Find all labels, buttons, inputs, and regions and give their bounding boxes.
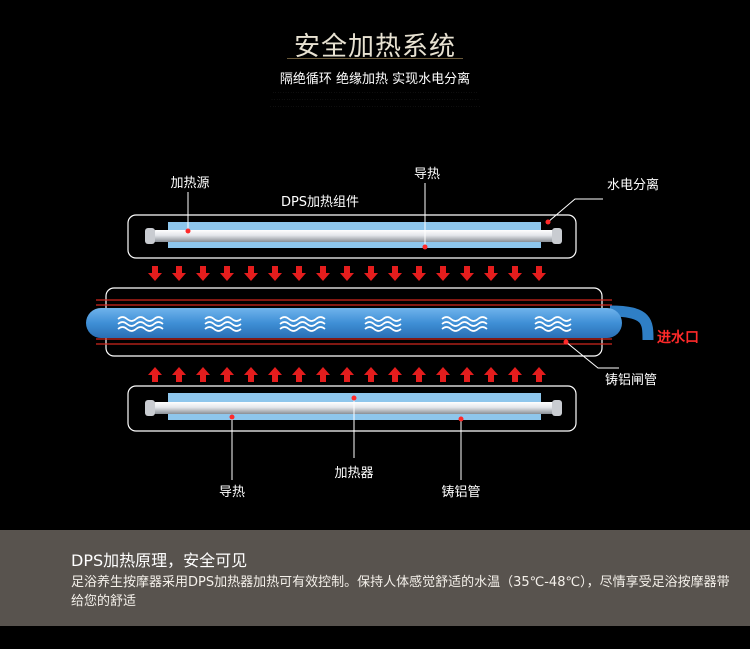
marker-heat-conduct-top bbox=[422, 244, 428, 250]
arrow-row-up bbox=[148, 367, 546, 382]
fine-print-line: · · · · · · · · · · · · · · · · · · · · … bbox=[270, 104, 480, 109]
label-cast-aluminum-gate: 铸铝闸管 bbox=[605, 372, 657, 388]
label-water-electric-separation: 水电分离 bbox=[607, 177, 659, 193]
description-text: 足浴养生按摩器采用DPS加热器加热可有效控制。保持人体感觉舒适的水温（35℃-4… bbox=[71, 575, 730, 609]
title-divider bbox=[287, 58, 463, 59]
fine-print-line: · · · · · · · · · · · · · · · · · · · · … bbox=[271, 97, 479, 102]
water-waves bbox=[117, 316, 572, 332]
marker-water-electric bbox=[545, 219, 551, 225]
top-module-outline bbox=[127, 214, 577, 259]
marker-cast-aluminum-gate bbox=[563, 339, 569, 345]
leader-water-electric bbox=[547, 198, 603, 223]
top-heating-rod bbox=[150, 230, 558, 242]
top-rod-cap-left bbox=[145, 228, 155, 244]
label-cast-aluminum-tube: 铸铝管 bbox=[441, 484, 480, 500]
marker-heat-source bbox=[185, 228, 191, 234]
description-panel bbox=[0, 530, 750, 626]
top-rod-cap-right bbox=[552, 228, 562, 244]
top-module-label: DPS加热组件 bbox=[281, 195, 359, 210]
bottom-rod-cap-left bbox=[145, 400, 155, 416]
bottom-rod-cap-right bbox=[552, 400, 562, 416]
label-water-inlet: 进水口 bbox=[657, 329, 699, 346]
label-heat-conduct-bottom: 导热 bbox=[219, 485, 245, 500]
inlet-pipe bbox=[609, 305, 654, 341]
label-heater: 加热器 bbox=[334, 466, 373, 481]
arrow-row-down bbox=[148, 266, 546, 281]
marker-cast-aluminum-tube bbox=[458, 416, 464, 422]
leader-cast-aluminum-gate bbox=[565, 341, 619, 369]
page-subtitle: 隔绝循环 绝缘加热 实现水电分离 bbox=[279, 72, 471, 87]
label-heat-source: 加热源 bbox=[170, 176, 209, 191]
heating-diagram: DPS加热组件 加热源 导热 水电分离 bbox=[86, 167, 699, 500]
marker-heater bbox=[351, 395, 357, 401]
label-heat-conduct-top: 导热 bbox=[414, 167, 440, 182]
description-heading: DPS加热原理，安全可见 bbox=[71, 551, 248, 570]
fine-print-line: · · · · · · · · · · · · · · · · · · · · … bbox=[272, 90, 478, 95]
marker-heat-conduct-bottom bbox=[229, 414, 235, 420]
page-title: 安全加热系统 bbox=[293, 32, 456, 62]
bottom-module-outline bbox=[127, 385, 577, 432]
